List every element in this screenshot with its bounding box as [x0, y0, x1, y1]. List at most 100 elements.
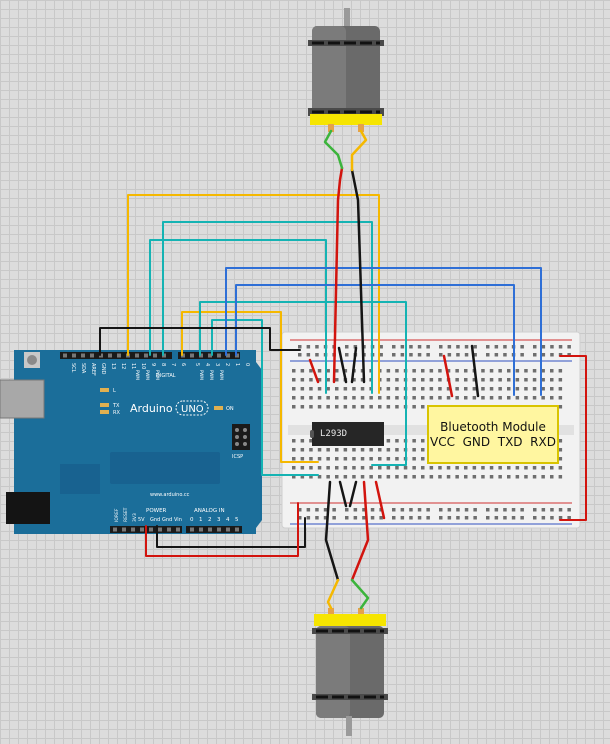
- l293d-chip[interactable]: L293D: [310, 422, 384, 446]
- dc-motor-top[interactable]: [308, 8, 384, 132]
- breadboard-hole: [309, 369, 313, 373]
- top-pin-label: 11: [130, 363, 136, 369]
- breadboard-hole: [558, 378, 563, 382]
- breadboard-hole: [392, 508, 396, 512]
- breadboard-hole: [438, 387, 442, 391]
- breadboard-hole: [558, 516, 563, 520]
- wire-blue-rxd: [235, 284, 515, 396]
- breadboard-hole: [550, 369, 554, 373]
- breadboard-hole: [412, 466, 416, 470]
- breadboard-hole: [386, 369, 391, 373]
- breadboard-hole: [494, 353, 499, 357]
- header-pin: [140, 527, 144, 532]
- breadboard-hole: [343, 457, 348, 461]
- breadboard-hole: [386, 405, 391, 409]
- breadboard-hole: [550, 353, 554, 357]
- top-pin-label: SDA: [80, 363, 86, 374]
- breadboard-hole: [395, 405, 399, 409]
- header-pin: [181, 353, 185, 358]
- breadboard-hole: [345, 353, 349, 357]
- breadboard-hole: [550, 466, 554, 470]
- breadboard-hole: [309, 448, 313, 452]
- pwm-label: PWM: [199, 370, 204, 380]
- top-pin-label: 1: [234, 363, 240, 366]
- breadboard-hole: [429, 466, 434, 470]
- breadboard-hole: [386, 387, 391, 391]
- breadboard-hole: [524, 387, 528, 391]
- breadboard-hole: [541, 353, 546, 357]
- breadboard-hole: [541, 387, 545, 391]
- breadboard-hole: [550, 516, 554, 520]
- breadboard-hole: [473, 508, 477, 512]
- breadboard-hole: [429, 387, 434, 391]
- breadboard-hole: [360, 475, 365, 479]
- breadboard-hole: [317, 369, 322, 373]
- wire-motor-top-red: [332, 166, 344, 384]
- breadboard-hole: [395, 466, 399, 470]
- breadboard-hole: [494, 345, 499, 349]
- breadboard-hole: [300, 378, 305, 382]
- breadboard-hole: [447, 353, 452, 357]
- top-pin-label: 6: [180, 363, 186, 366]
- breadboard-hole: [326, 475, 330, 479]
- header-pin: [199, 353, 203, 358]
- breadboard-hole: [439, 345, 443, 349]
- breadboard-hole: [472, 387, 477, 391]
- breadboard-hole: [343, 466, 348, 470]
- analog-header: [186, 526, 242, 533]
- breadboard-hole: [498, 466, 502, 470]
- breadboard-hole: [315, 345, 319, 349]
- breadboard-hole: [309, 405, 313, 409]
- breadboard-hole: [369, 396, 373, 400]
- breadboard-hole: [567, 345, 571, 349]
- breadboard-hole: [395, 475, 399, 479]
- breadboard-hole: [412, 448, 416, 452]
- breadboard-hole: [326, 369, 330, 373]
- breadboard-hole: [489, 475, 494, 479]
- top-pin-label: AREF: [90, 363, 96, 376]
- breadboard-hole: [409, 516, 413, 520]
- breadboard-hole: [447, 508, 452, 512]
- breadboard-hole: [395, 396, 399, 400]
- breadboard-hole: [481, 475, 485, 479]
- breadboard-hole: [352, 387, 356, 391]
- breadboard-hole: [464, 475, 468, 479]
- breadboard-hole: [335, 378, 339, 382]
- breadboard-hole: [486, 345, 490, 349]
- header-pin: [176, 527, 180, 532]
- breadboard-hole: [400, 353, 405, 357]
- wire-motor-bottom-black: [324, 480, 340, 582]
- header-pin: [226, 527, 230, 532]
- digital-header-left: [60, 352, 172, 359]
- breadboard-hole: [456, 345, 460, 349]
- breadboard-hole: [446, 466, 451, 470]
- dc-motor-bottom[interactable]: [312, 608, 388, 736]
- breadboard-hole: [550, 378, 554, 382]
- top-pin-label: 8: [160, 363, 166, 366]
- breadboard-hole: [438, 475, 442, 479]
- breadboard-hole: [309, 475, 313, 479]
- power-pin-label: IOREF: [114, 508, 120, 522]
- digital-label: DIGITAL: [156, 373, 176, 379]
- breadboard-hole: [400, 516, 405, 520]
- breadboard-hole: [498, 396, 502, 400]
- wires: [99, 129, 587, 610]
- header-pin: [158, 527, 162, 532]
- breadboard-hole: [446, 396, 451, 400]
- breadboard-hole: [306, 508, 311, 512]
- header-pin: [162, 353, 166, 358]
- bluetooth-module[interactable]: Bluetooth Module VCC GND TXD RXD: [427, 405, 559, 464]
- breadboard-hole: [335, 369, 339, 373]
- breadboard-hole: [439, 508, 443, 512]
- wire-blue-txd: [225, 267, 542, 396]
- breadboard-hole: [370, 508, 375, 512]
- breadboard-hole: [292, 369, 296, 373]
- breadboard-hole: [421, 448, 425, 452]
- on-led-label: ON: [226, 406, 234, 412]
- breadboard-hole: [352, 457, 356, 461]
- breadboard-hole: [533, 345, 537, 349]
- breadboard-hole: [309, 439, 313, 443]
- breadboard-hole: [473, 516, 477, 520]
- breadboard-hole: [550, 475, 554, 479]
